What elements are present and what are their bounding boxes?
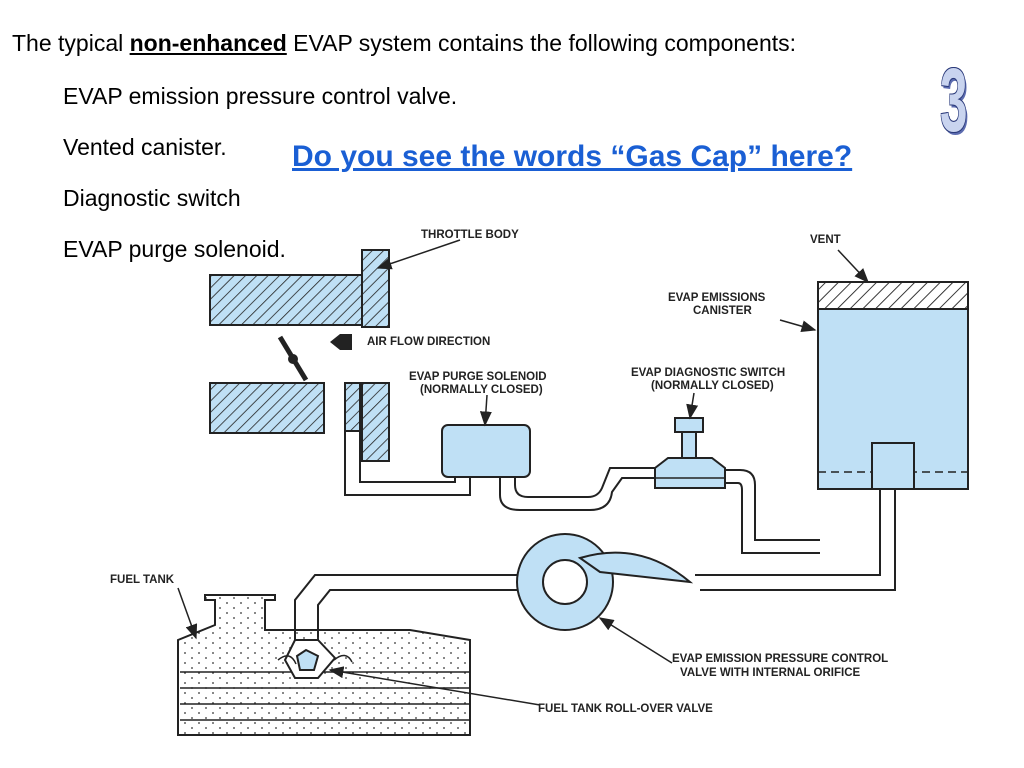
label-pressure-2: VALVE WITH INTERNAL ORIFICE	[680, 667, 860, 679]
intro-suffix: EVAP system contains the following compo…	[286, 30, 797, 56]
label-purge-2: (NORMALLY CLOSED)	[420, 384, 543, 396]
throttle-lower-collar-a	[344, 382, 361, 432]
diagnostic-switch-body	[654, 457, 726, 489]
evap-canister	[817, 308, 969, 490]
label-throttle-body: THROTTLE BODY	[421, 229, 519, 241]
label-canister-2: CANISTER	[693, 305, 752, 317]
diagnostic-switch-top	[674, 417, 704, 433]
label-canister-1: EVAP EMISSIONS	[668, 292, 766, 304]
gas-cap-question-link[interactable]: Do you see the words “Gas Cap” here?	[292, 140, 853, 173]
canister-vent-cap	[817, 281, 969, 310]
component-item: EVAP emission pressure control valve.	[63, 83, 458, 109]
air-flow-arrow	[330, 334, 352, 350]
throttle-shaft	[288, 354, 298, 364]
purge-solenoid	[441, 424, 531, 478]
valve-to-tank-hose	[294, 574, 518, 640]
component-item: Vented canister.	[63, 134, 227, 160]
label-purge-1: EVAP PURGE SOLENOID	[409, 371, 547, 383]
intro-sentence: The typical non-enhanced EVAP system con…	[12, 30, 796, 57]
label-diag-2: (NORMALLY CLOSED)	[651, 380, 774, 392]
component-item: EVAP purge solenoid.	[63, 236, 286, 262]
throttle-upper-block	[209, 274, 363, 326]
intro-prefix: The typical	[12, 30, 130, 56]
throttle-upper-collar	[361, 249, 390, 328]
purge-hose	[344, 431, 471, 496]
throttle-lower-block	[209, 382, 325, 434]
label-rollover: FUEL TANK ROLL-OVER VALVE	[538, 703, 713, 715]
component-item: Diagnostic switch	[63, 185, 241, 211]
switch-to-canister-hose	[725, 469, 820, 541]
label-fuel-tank: FUEL TANK	[110, 574, 175, 586]
canister-to-valve-hose	[695, 489, 881, 576]
slide-number: 3	[940, 51, 968, 151]
label-pressure-1: EVAP EMISSION PRESSURE CONTROL	[672, 653, 888, 665]
label-vent: VENT	[810, 234, 841, 246]
label-air-flow: AIR FLOW DIRECTION	[367, 336, 490, 348]
label-diag-1: EVAP DIAGNOSTIC SWITCH	[631, 367, 785, 379]
throttle-lower-collar-b	[361, 382, 390, 462]
intro-emphasis: non-enhanced	[129, 30, 287, 56]
solenoid-to-switch-hose	[499, 477, 655, 511]
